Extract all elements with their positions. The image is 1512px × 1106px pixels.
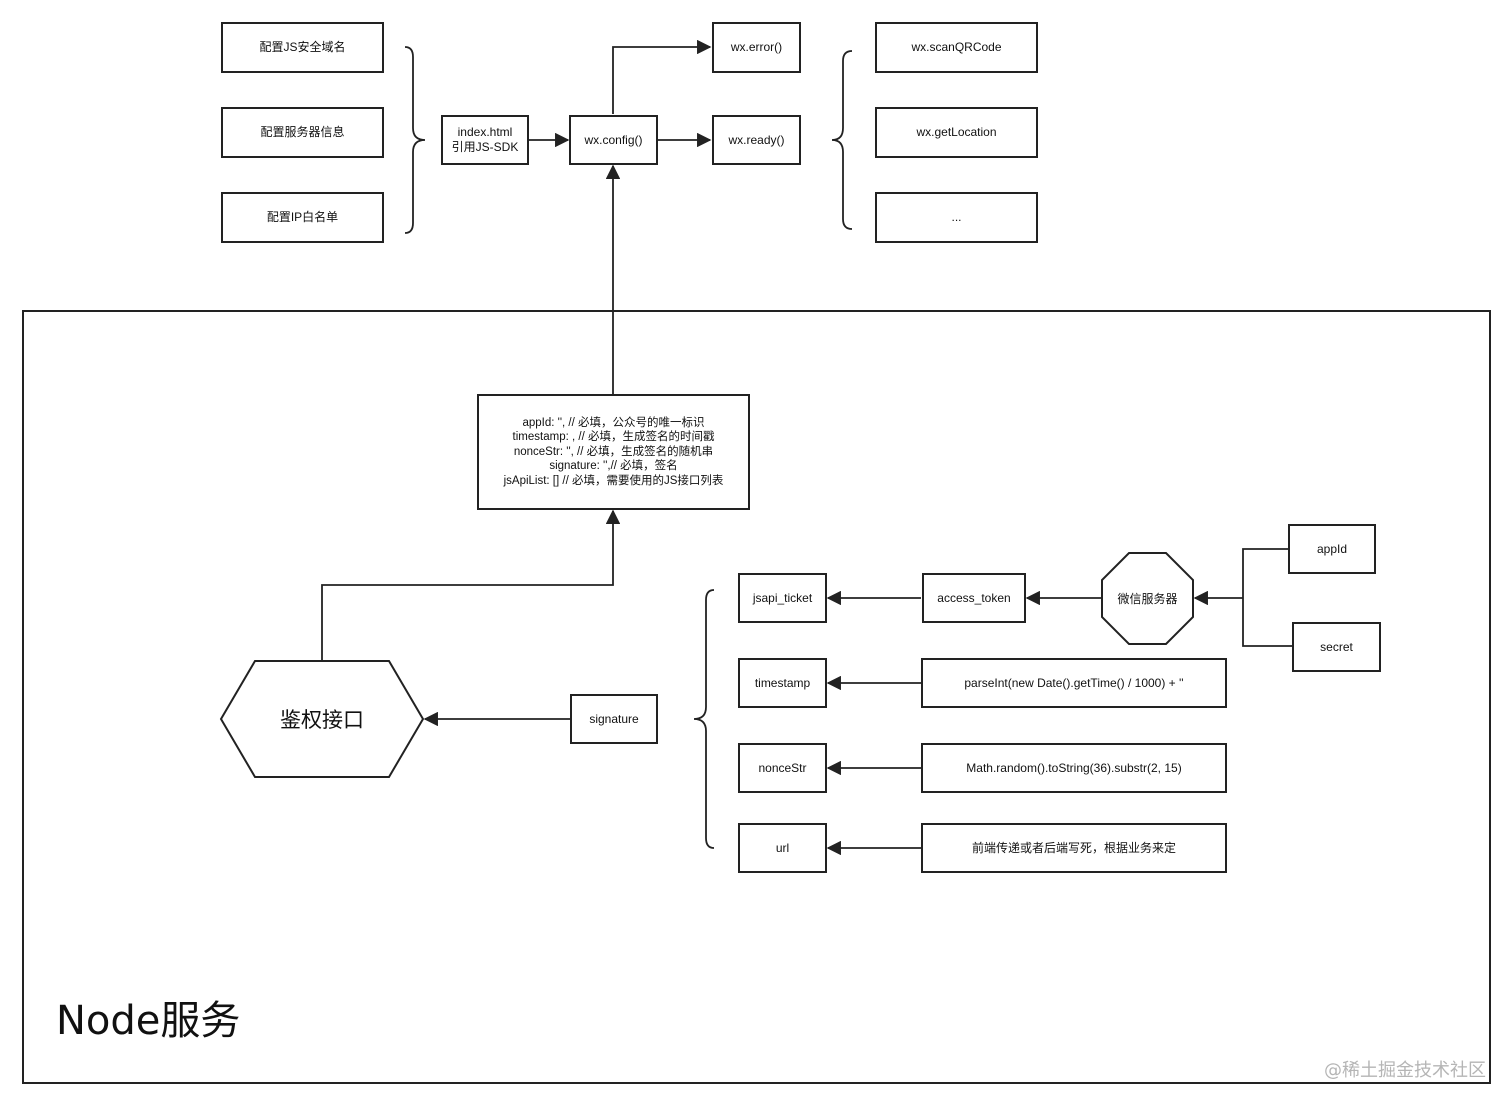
wx-ready-box: wx.ready() — [712, 115, 801, 165]
watermark: @稀土掘金技术社区 — [1324, 1060, 1486, 1081]
wx-scanqrcode-box: wx.scanQRCode — [875, 22, 1038, 73]
brace-apis — [831, 50, 853, 230]
timestamp-label: timestamp — [754, 675, 811, 690]
appid-box: appId — [1288, 524, 1376, 574]
url-box: url — [738, 823, 827, 873]
config-js-domain-label: 配置JS安全域名 — [259, 40, 346, 54]
wx-config-label: wx.config() — [584, 132, 643, 147]
arrow-config-to-error — [612, 39, 712, 114]
timestamp-expr-box: parseInt(new Date().getTime() / 1000) + … — [921, 658, 1227, 708]
node-service-label: Node服务 — [56, 998, 241, 1044]
wechat-server-octagon — [1101, 552, 1194, 645]
wx-getlocation-label: wx.getLocation — [916, 125, 997, 139]
access-token-label: access_token — [937, 590, 1011, 605]
more-apis-label: ... — [951, 210, 962, 224]
secret-box: secret — [1292, 622, 1381, 672]
index-html-box: index.html 引用JS-SDK — [441, 115, 529, 165]
config-js-domain-box: 配置JS安全域名 — [221, 22, 384, 73]
wx-scanqrcode-label: wx.scanQRCode — [911, 40, 1002, 54]
noncestr-expr-box: Math.random().toString(36).substr(2, 15) — [921, 743, 1227, 793]
appid-label: appId — [1316, 541, 1348, 556]
timestamp-box: timestamp — [738, 658, 827, 708]
url-expr-box: 前端传递或者后端写死，根据业务来定 — [921, 823, 1227, 873]
url-expr-label: 前端传递或者后端写死，根据业务来定 — [971, 840, 1176, 855]
config-params-text: appId: '', // 必填，公众号的唯一标识 timestamp: , /… — [503, 416, 724, 487]
auth-api-label: 鉴权接口 — [280, 709, 364, 732]
wx-error-box: wx.error() — [712, 22, 801, 73]
secret-label: secret — [1320, 639, 1353, 654]
signature-box: signature — [570, 694, 658, 744]
noncestr-label: nonceStr — [758, 760, 807, 775]
wx-ready-label: wx.ready() — [728, 132, 785, 147]
auth-api-hexagon — [219, 660, 425, 778]
config-server-info-box: 配置服务器信息 — [221, 107, 384, 158]
access-token-box: access_token — [922, 573, 1026, 623]
config-ip-whitelist-box: 配置IP白名单 — [221, 192, 384, 243]
jsapi-ticket-box: jsapi_ticket — [738, 573, 827, 623]
config-ip-whitelist-label: 配置IP白名单 — [266, 210, 339, 224]
node-service-group — [22, 310, 1491, 1084]
noncestr-box: nonceStr — [738, 743, 827, 793]
wx-config-box: wx.config() — [569, 115, 658, 165]
index-html-label: index.html 引用JS-SDK — [451, 125, 519, 154]
jsapi-ticket-label: jsapi_ticket — [752, 590, 813, 605]
wx-getlocation-box: wx.getLocation — [875, 107, 1038, 158]
arrow-auth-to-params — [321, 509, 621, 660]
signature-label: signature — [589, 711, 639, 726]
config-server-info-label: 配置服务器信息 — [260, 125, 345, 139]
config-params-box: appId: '', // 必填，公众号的唯一标识 timestamp: , /… — [477, 394, 750, 510]
wx-error-label: wx.error() — [730, 40, 783, 54]
brace-params — [693, 589, 715, 849]
wechat-server-label: 微信服务器 — [1117, 592, 1178, 606]
timestamp-expr-label: parseInt(new Date().getTime() / 1000) + … — [964, 675, 1184, 690]
noncestr-expr-label: Math.random().toString(36).substr(2, 15) — [966, 760, 1182, 775]
brace-config — [404, 46, 426, 234]
url-label: url — [775, 840, 790, 855]
more-apis-box: ... — [875, 192, 1038, 243]
